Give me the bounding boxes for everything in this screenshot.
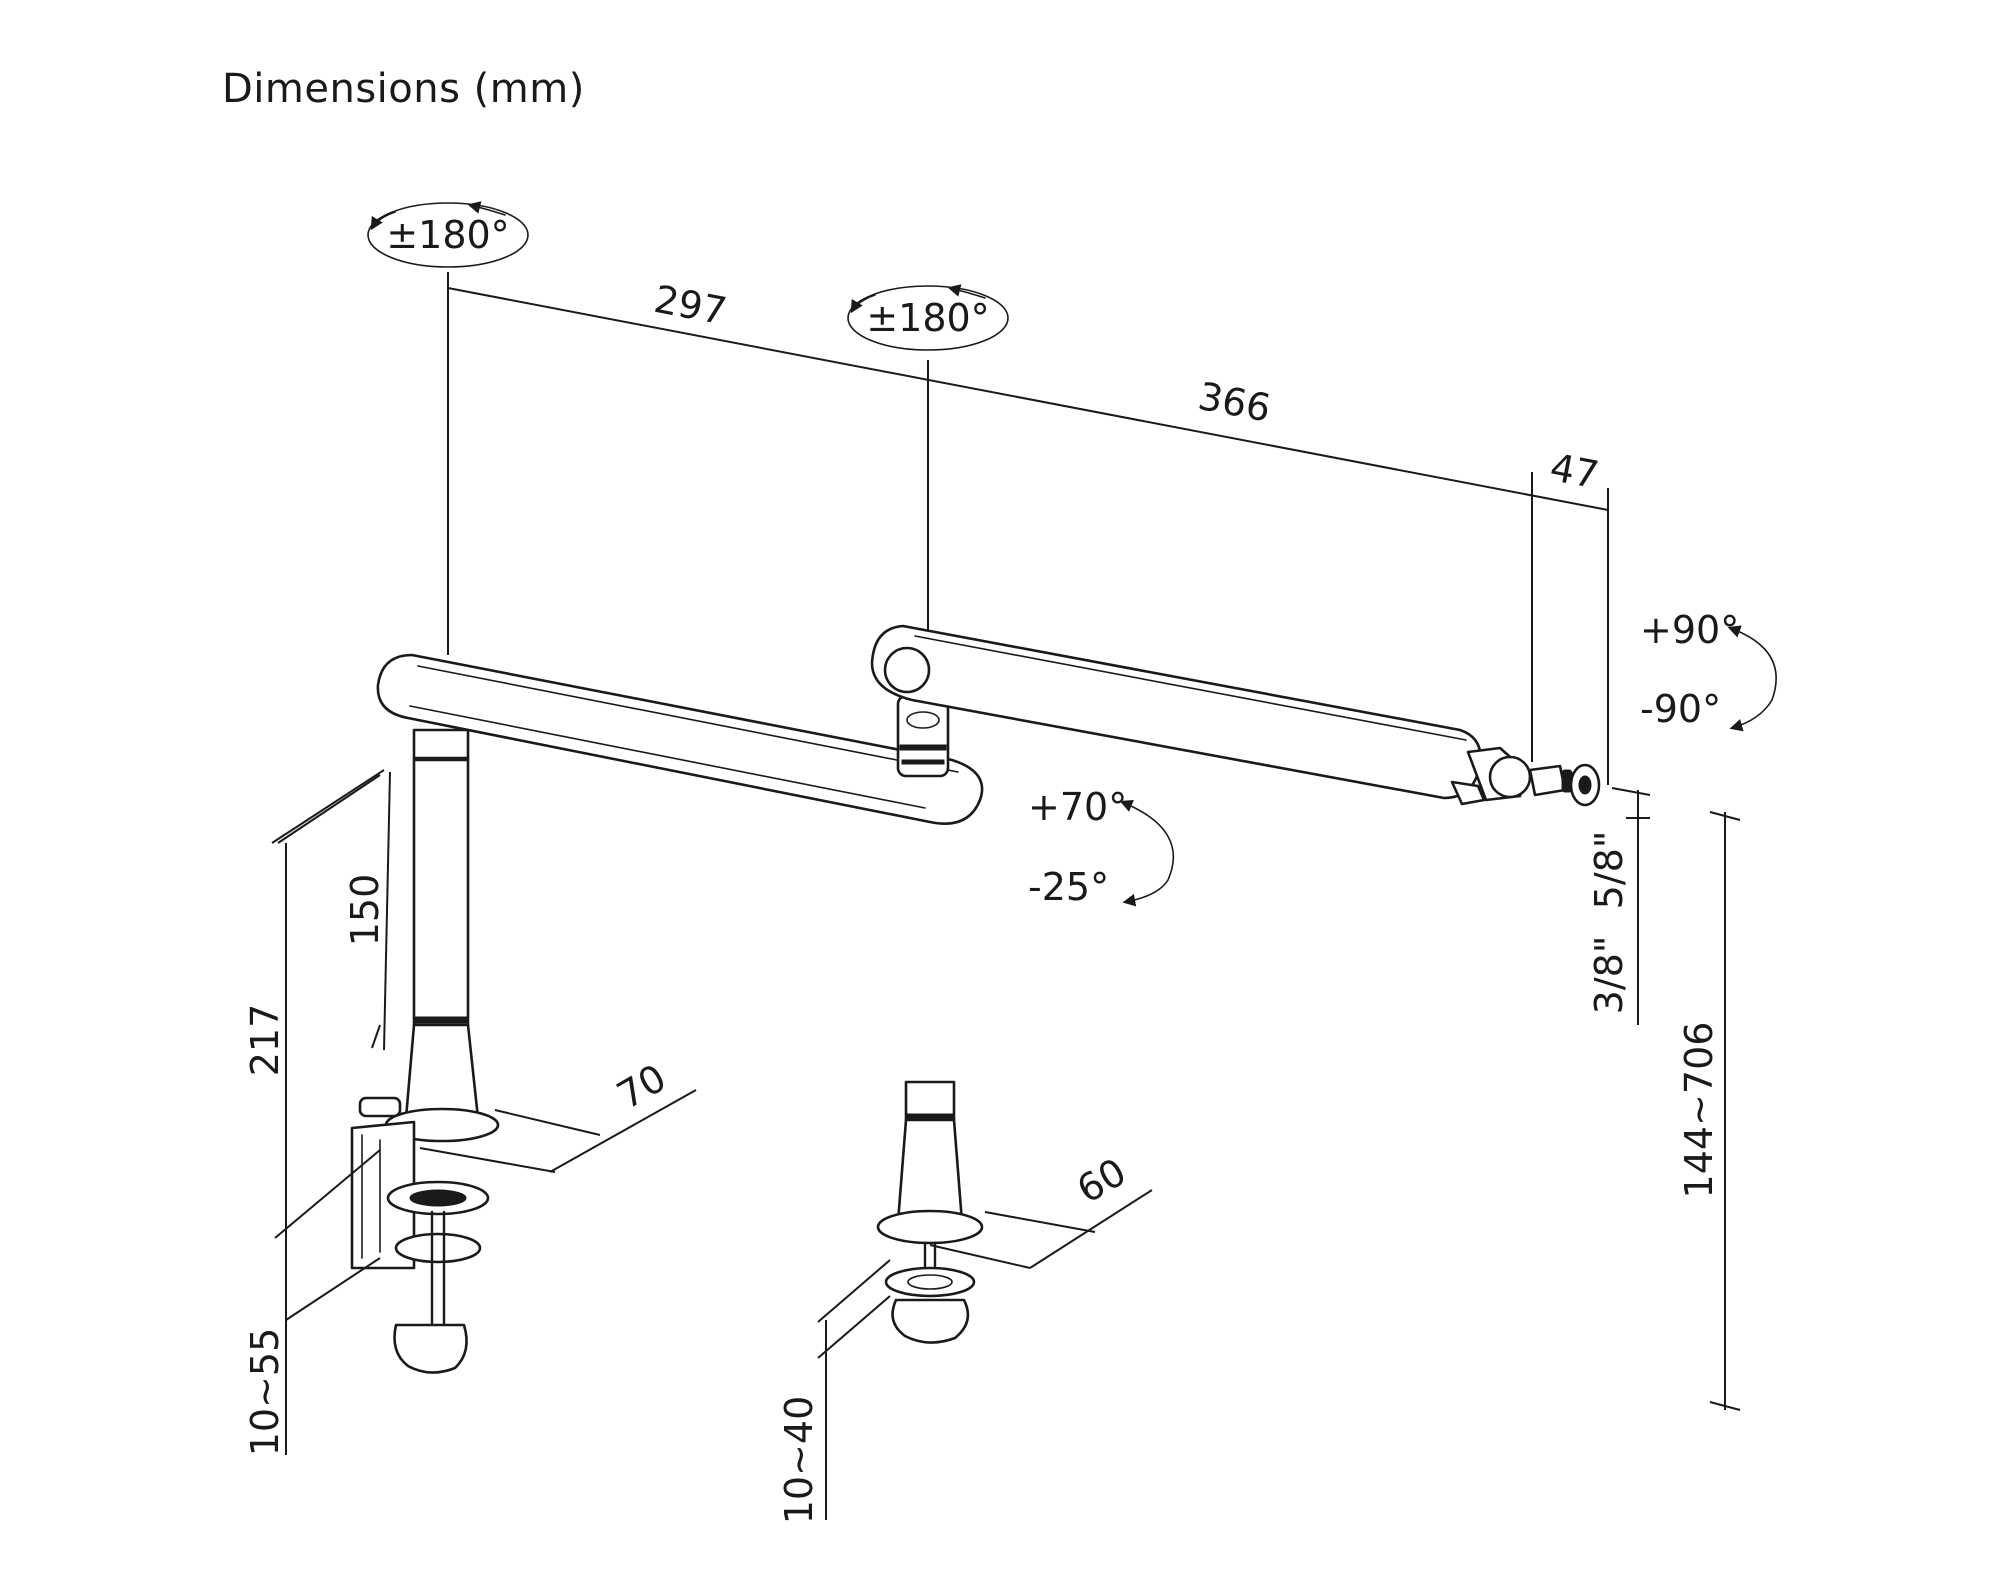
thread-large-label: 5/8"	[1587, 831, 1631, 910]
right-dimension-lines: 5/8" 3/8" 144~706	[1587, 787, 1741, 1411]
upper-arm	[376, 653, 984, 825]
pole-150-label: 150	[343, 874, 387, 947]
upper-arm-length: 297	[651, 277, 730, 334]
base-swivel-label: ±180°	[386, 213, 509, 257]
grommet-range-label: 10~40	[777, 1396, 821, 1525]
grommet-mount	[876, 1080, 984, 1344]
tilt-joint	[1450, 746, 1601, 807]
boom-arm	[350, 624, 1601, 1374]
clamp-range-label: 10~55	[243, 1328, 287, 1457]
base-swivel-indicator: ±180°	[367, 201, 529, 268]
grommet-dimension-lines: 60 10~40	[777, 1150, 1153, 1525]
clamp-cone	[404, 1023, 480, 1120]
c-clamp	[350, 1096, 490, 1374]
grommet-base-label: 60	[1070, 1150, 1134, 1212]
arm-angle-indicator: +70° -25°	[1028, 785, 1175, 909]
forearm	[870, 624, 1482, 800]
arm-down-label: -25°	[1028, 865, 1109, 909]
height-range-label: 144~706	[1677, 1022, 1721, 1199]
page-title: Dimensions (mm)	[222, 66, 585, 112]
forearm-pivot	[883, 646, 931, 694]
forearm-length: 366	[1195, 374, 1274, 431]
tip-length: 47	[1547, 445, 1603, 497]
elbow-swivel-label: ±180°	[866, 296, 989, 340]
tilt-up-label: +90°	[1640, 608, 1739, 652]
tilt-down-label: -90°	[1640, 687, 1721, 731]
pole-217-label: 217	[243, 1004, 287, 1077]
thread-small-label: 3/8"	[1587, 936, 1631, 1015]
arm-up-label: +70°	[1028, 785, 1127, 829]
elbow-swivel-indicator: ±180°	[847, 284, 1009, 351]
tilt-angle-indicator: +90° -90°	[1640, 608, 1777, 732]
pole	[412, 728, 470, 1027]
